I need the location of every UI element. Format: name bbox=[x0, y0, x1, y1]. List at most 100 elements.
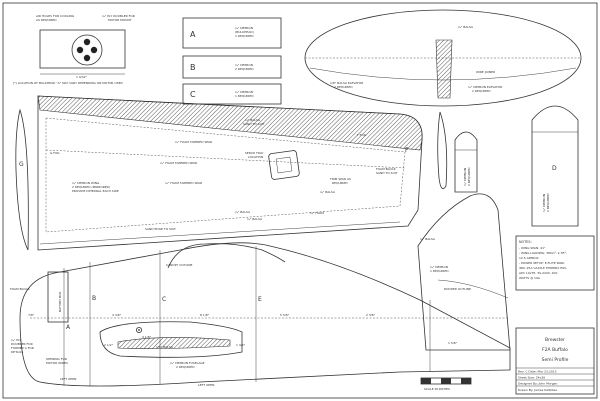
wing-spar-line bbox=[45, 149, 406, 169]
trim-spar-label: REQUIRED bbox=[332, 181, 348, 185]
notes-heading: NOTES: bbox=[519, 240, 532, 244]
bulkhead-location-note: (*) LOCATION OF BULKHEAD "A" MAY VARY DE… bbox=[13, 81, 123, 85]
mount-dim-label: 1 9/32" bbox=[76, 75, 88, 79]
wire-joiner-label: WIRE JOINER bbox=[476, 70, 495, 74]
rudder-outline-line bbox=[437, 279, 509, 299]
part-c-outline bbox=[182, 83, 282, 105]
part-b-group: B ¼" DEPRON 2 REQUIRED bbox=[182, 55, 282, 79]
left-open-label-2: LEFT OPEN bbox=[198, 383, 214, 387]
stab-balsa-label: ¼" BALSA bbox=[458, 25, 474, 29]
doubler-note: ¼" PLY bbox=[11, 338, 21, 342]
part-c-line: ¼" DEPRON bbox=[235, 90, 253, 94]
notes-line: 480, 25A CASTLE PHOENIX ESC, bbox=[519, 266, 567, 270]
foam-label: ¼" FOAM bbox=[310, 211, 324, 215]
fuselage-dim: 2 1/2" bbox=[104, 343, 114, 347]
part-a-line: (BULKHEAD) bbox=[235, 30, 254, 34]
title-block-outline bbox=[515, 327, 595, 395]
battery-box-label: BATTERY BOX bbox=[58, 292, 62, 312]
notes-box: NOTES: - WING SPAN: 41" - WING LOADING: … bbox=[515, 235, 595, 291]
fin-balsa-label: ¼" BALSA bbox=[420, 237, 436, 241]
servo-tray-label: SERVO TRAY bbox=[245, 151, 264, 155]
motor-mount-label: MOTOR MOUNT bbox=[108, 18, 132, 22]
cooling-hole bbox=[83, 54, 91, 62]
part-d-line: ¼" DEPRON bbox=[542, 194, 546, 212]
part-e-outline bbox=[454, 131, 478, 193]
part-b-line: 2 REQUIRED bbox=[235, 67, 254, 71]
opening-wires-label: OPENING FOR bbox=[46, 357, 67, 361]
foam-spar-label: ¼" FOAM TAPERED SPAR bbox=[165, 181, 202, 185]
sheet-size: Sheet Size: 24x36 bbox=[518, 376, 545, 380]
servo-tray-inner bbox=[275, 156, 293, 174]
wing-letter-f: F bbox=[405, 147, 409, 154]
doubler-note: DETAILS bbox=[11, 350, 23, 354]
part-b-line: ¼" DEPRON bbox=[235, 63, 253, 67]
battery-box bbox=[47, 271, 69, 323]
depron-wing-label: ¼" DEPRON WING bbox=[72, 181, 100, 185]
fuselage-dim: 7/8" bbox=[28, 313, 35, 317]
doubler-note: FORMER A FOR bbox=[11, 346, 34, 350]
wing-dowel bbox=[138, 329, 140, 331]
depron-elevator-label: ¼" DEPRON ELEVATOR bbox=[468, 85, 502, 89]
notes-line: - POWER SETUP: E-FLITE PARK bbox=[519, 261, 565, 265]
notes-line: - WING LOADING: 380in², 2.7ft², bbox=[519, 251, 567, 255]
part-d-letter: D bbox=[552, 165, 557, 172]
depron-rudder-label: ¼" DEPRON bbox=[430, 265, 448, 269]
balsa-small-label: ¼" BALSA bbox=[247, 217, 263, 221]
drawn-by: Drawn By: James Kaltzbas bbox=[518, 388, 557, 392]
trim-spar-label: TRIM SPAR AS bbox=[329, 177, 351, 181]
balsa-small-label: ¼" BALSA bbox=[235, 210, 251, 214]
fuselage-dim: 1 3/4" bbox=[236, 343, 246, 347]
aileron-parts-group: ¼" DEPRON 2 REQUIRED D ¼" DEPRON 2 REQUI… bbox=[454, 105, 579, 227]
fuselage-group: SCALE IN INCHES CANOPY OUTLINE FOAM BLOC… bbox=[10, 242, 511, 391]
wing-trailing-line bbox=[39, 221, 401, 245]
balsa-elevator-label: 1/8" BALSA ELEVATOR bbox=[330, 81, 363, 85]
balsa-sticks-label: 1/8" BALSA bbox=[156, 345, 174, 349]
title-line: F2A Buffalo bbox=[542, 347, 568, 353]
wing-leading-edge bbox=[37, 95, 423, 151]
rudder-outline-label: RUDDER OUTLINE bbox=[444, 287, 471, 291]
balsa-elevator-label: 2 REQUIRED bbox=[334, 85, 353, 89]
cooling-hole bbox=[76, 46, 84, 54]
foam-block-label: SAND TO SUIT bbox=[376, 171, 398, 175]
fin-outline bbox=[417, 193, 511, 351]
part-a-group: A ¼" DEPRON (BULKHEAD) 1 REQUIRED bbox=[182, 17, 282, 49]
part-a-line: ¼" DEPRON bbox=[235, 26, 253, 30]
part-d-outline bbox=[531, 105, 579, 227]
scale-label: SCALE IN INCHES bbox=[424, 387, 450, 391]
g-root-foil bbox=[15, 108, 29, 251]
motor-mount-disc bbox=[71, 34, 103, 66]
f-foil-profile bbox=[437, 111, 448, 190]
station-b-letter: B bbox=[92, 295, 96, 302]
part-b-letter: B bbox=[190, 63, 196, 72]
fuselage-dim: 1 5/8" bbox=[448, 341, 458, 345]
part-a-letter: A bbox=[190, 30, 196, 39]
scale-bar-cell bbox=[421, 378, 431, 384]
notes-line: 12.5 APPROX bbox=[519, 256, 539, 260]
title-line: Semi Profile bbox=[542, 357, 569, 363]
motor-mount-plate bbox=[39, 29, 126, 69]
notes-line: - WING SPAN: 41" bbox=[519, 246, 546, 250]
depron-fuselage-label: 2 REQUIRED bbox=[176, 365, 195, 369]
part-a-line: 1 REQUIRED bbox=[235, 34, 254, 38]
depron-wing-label: 2 REQUIRED (MIRRORED) bbox=[72, 185, 110, 189]
fuselage-outline bbox=[19, 242, 511, 387]
part-c-line: 1 REQUIRED bbox=[235, 94, 254, 98]
servo-tray bbox=[268, 150, 300, 180]
stabilizer-group: ¼" BALSA WIRE JOINER ¼" DEPRON ELEVATOR … bbox=[304, 9, 582, 107]
part-a-outline bbox=[182, 17, 282, 49]
wing-dowel bbox=[135, 326, 142, 333]
part-c-group: C ¼" DEPRON 1 REQUIRED bbox=[182, 83, 282, 105]
wing-saddle bbox=[99, 321, 243, 358]
station-c-letter: C bbox=[162, 296, 166, 303]
fuselage-dim: 2 3/8" bbox=[366, 313, 376, 317]
ply-doubler-label: ¼" PLY DOUBLER FOR bbox=[102, 14, 135, 18]
part-b-outline bbox=[182, 55, 282, 79]
fin-group: ¼" BALSA ¼" DEPRON 1 REQUIRED RUDDER OUT… bbox=[417, 193, 511, 351]
balsa-sand-label: SAND TO SUIT bbox=[243, 122, 265, 126]
depron-rudder-label: 1 REQUIRED bbox=[430, 269, 449, 273]
notes-box-outline bbox=[515, 235, 595, 291]
wing-group: G F G FOIL F FOIL ¼" BALSA SAND TO SUIT … bbox=[15, 95, 448, 251]
canopy-outline-label: CANOPY OUTLINE bbox=[166, 263, 192, 267]
